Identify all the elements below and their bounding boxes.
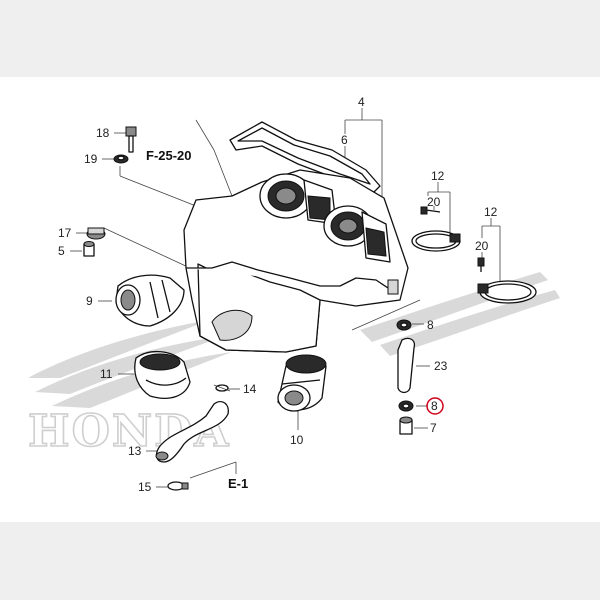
part-6-seal-inner bbox=[237, 127, 371, 185]
part-9-duct bbox=[115, 274, 185, 327]
callout-4: 4 bbox=[358, 95, 365, 109]
parts-diagram: HONDA bbox=[27, 95, 560, 494]
callout-9: 9 bbox=[86, 294, 93, 308]
part-18-bolt bbox=[125, 126, 137, 153]
ref-label-e-1: E-1 bbox=[228, 476, 248, 491]
part-air-cleaner-case bbox=[183, 169, 409, 353]
part-15-clamp bbox=[167, 481, 189, 491]
callout-6: 6 bbox=[341, 133, 348, 147]
part-10-tube bbox=[277, 354, 327, 412]
callout-19: 19 bbox=[84, 152, 98, 166]
callout-11: 11 bbox=[100, 367, 113, 381]
callout-13: 13 bbox=[128, 444, 142, 458]
callout-8-upper: 8 bbox=[427, 318, 434, 332]
part-23-tube bbox=[397, 337, 416, 394]
part-20-screw-left bbox=[420, 206, 441, 215]
callout-17: 17 bbox=[58, 226, 72, 240]
callout-20-left: 20 bbox=[427, 195, 441, 209]
callout-8-lower-highlighted: 8 bbox=[431, 399, 438, 413]
highlight-ring-8 bbox=[426, 397, 444, 415]
part-13-hose bbox=[155, 400, 229, 463]
ref-label-f-25-20: F-25-20 bbox=[146, 148, 192, 163]
diagram-canvas: HONDA bbox=[0, 77, 600, 522]
callout-7: 7 bbox=[430, 421, 437, 435]
part-12-band-left bbox=[411, 230, 461, 252]
part-funnel-right bbox=[323, 205, 391, 263]
part-7-plug bbox=[399, 416, 413, 435]
callout-10: 10 bbox=[290, 433, 304, 447]
part-20-screw-right bbox=[477, 257, 485, 272]
callout-5: 5 bbox=[58, 244, 65, 258]
callout-18: 18 bbox=[96, 126, 110, 140]
callout-14: 14 bbox=[243, 382, 257, 396]
callout-12-left: 12 bbox=[431, 169, 445, 183]
part-11-intake bbox=[134, 351, 191, 399]
part-5-collar bbox=[83, 241, 95, 257]
part-8-clip-lower bbox=[398, 400, 414, 412]
part-19-washer bbox=[113, 154, 129, 164]
part-12-band-right bbox=[477, 280, 537, 304]
callout-23: 23 bbox=[434, 359, 448, 373]
callout-12-right: 12 bbox=[484, 205, 498, 219]
part-14-clip bbox=[213, 384, 231, 392]
part-8-clip-upper bbox=[396, 319, 412, 331]
part-17-grommet bbox=[86, 227, 106, 240]
callouts: 4 6 18 19 17 5 9 11 14 13 15 10 12 20 12… bbox=[58, 95, 498, 494]
callout-15: 15 bbox=[138, 480, 152, 494]
callout-20-right: 20 bbox=[475, 239, 489, 253]
